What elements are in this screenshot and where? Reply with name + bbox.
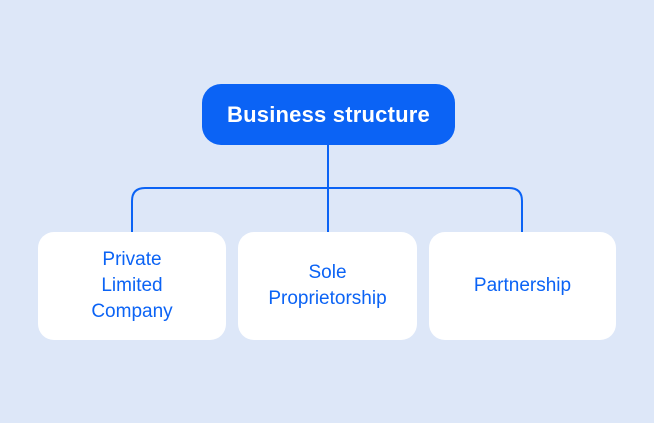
- node-partnership-label: Partnership: [473, 275, 572, 296]
- node-business-structure-label: Business structure: [227, 101, 430, 127]
- connector-branch-bracket: [131, 187, 523, 233]
- node-private-limited-company: Private Limited Company: [38, 232, 226, 340]
- node-business-structure: Business structure: [202, 84, 455, 145]
- node-partnership: Partnership: [429, 232, 616, 340]
- node-sole-proprietorship-label: Sole Proprietorship: [268, 262, 387, 309]
- node-private-limited-company-label: Private Limited Company: [91, 249, 173, 322]
- node-sole-proprietorship: Sole Proprietorship: [238, 232, 417, 340]
